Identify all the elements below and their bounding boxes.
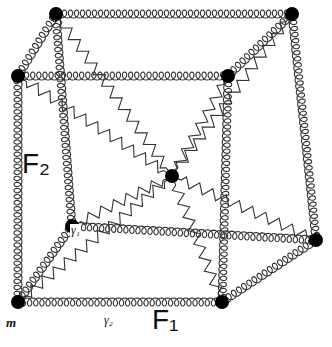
mass-label: m <box>6 316 16 329</box>
mass-dot <box>221 69 235 83</box>
coil-spring <box>222 239 316 303</box>
coil-spring <box>18 72 228 80</box>
zigzag-spring <box>72 176 172 226</box>
coil-spring <box>14 76 22 302</box>
zigzag-spring <box>172 14 292 176</box>
mass-dot <box>11 295 25 309</box>
zigzag-spring <box>56 14 172 176</box>
spring-constant-label: γ₁ <box>70 224 81 236</box>
mass-dot <box>309 233 323 247</box>
coil-spring <box>18 226 72 302</box>
face-label: F₁ <box>152 306 179 334</box>
coil-spring <box>289 14 320 240</box>
mass-dot <box>11 69 25 83</box>
mass-dot <box>49 7 63 21</box>
mass-dot <box>165 169 179 183</box>
coil-spring <box>18 14 56 76</box>
mass-dot <box>285 7 299 21</box>
coil-spring <box>52 14 75 226</box>
zigzag-spring <box>172 176 316 240</box>
face-label: F₂ <box>22 150 50 178</box>
mass-dot <box>215 295 229 309</box>
spring-constant-label: γ₂ <box>104 314 113 326</box>
coil-spring <box>18 298 222 306</box>
coil-spring <box>228 14 292 76</box>
zigzag-spring <box>18 176 172 302</box>
coil-spring <box>56 10 292 18</box>
zigzag-spring <box>172 76 228 176</box>
coil-spring <box>218 76 232 302</box>
